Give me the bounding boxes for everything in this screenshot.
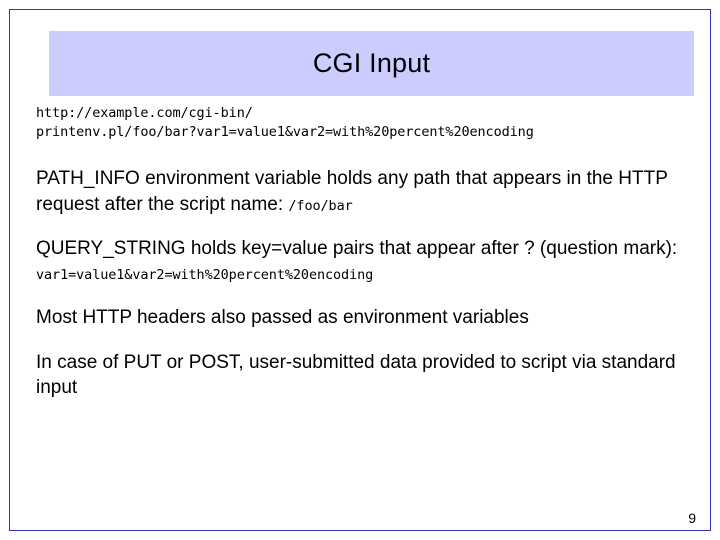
bullet-query-string-text: QUERY_STRING holds key=value pairs that … [36, 236, 684, 287]
bullet-put-post-text: In case of PUT or POST, user-submitted d… [36, 351, 676, 398]
bullet-put-post: In case of PUT or POST, user-submitted d… [36, 350, 684, 401]
bullet-path-info-label: PATH_INFO environment variable holds any… [36, 168, 668, 215]
bullet-http-headers: Most HTTP headers also passed as environ… [36, 305, 684, 330]
bullet-path-info-text: PATH_INFO environment variable holds any… [36, 166, 684, 217]
bullet-path-info-code: /foo/bar [288, 197, 353, 214]
url-example: http://example.com/cgi-bin/ printenv.pl/… [36, 104, 684, 142]
page-number: 9 [688, 510, 696, 526]
page-title: CGI Input [312, 48, 431, 78]
title-banner: CGI Input [49, 31, 694, 96]
bullet-query-string: QUERY_STRING holds key=value pairs that … [36, 236, 684, 287]
bullet-query-string-label: QUERY_STRING holds key=value pairs that … [36, 237, 678, 259]
bullet-path-info: PATH_INFO environment variable holds any… [36, 166, 684, 217]
url-line-1: http://example.com/cgi-bin/ [36, 105, 253, 121]
slide-body: http://example.com/cgi-bin/ printenv.pl/… [36, 104, 684, 419]
url-line-2: printenv.pl/foo/bar?var1=value1&var2=wit… [36, 124, 534, 141]
bullet-http-headers-text: Most HTTP headers also passed as environ… [36, 307, 529, 329]
slide-border [9, 9, 711, 531]
bullet-query-string-code: var1=value1&var2=with%20percent%20encodi… [36, 267, 374, 284]
